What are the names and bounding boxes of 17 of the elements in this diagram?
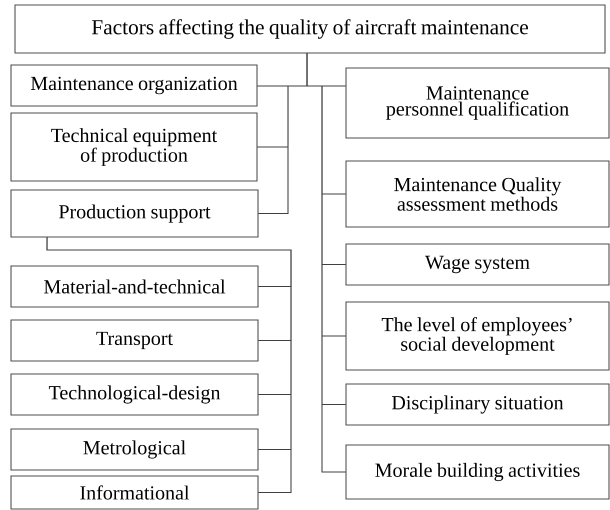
factor-box: Transport [10, 319, 259, 362]
factor-box: Maintenance Quality assessment methods [345, 160, 610, 228]
factor-box: Maintenance personnel qualification [345, 67, 610, 139]
factor-box: Morale building activities [345, 444, 610, 500]
factor-box: Production support [10, 189, 259, 238]
factor-box: Technical equipment of production [10, 112, 258, 182]
factor-box: Wage system [345, 243, 610, 286]
factor-box: Maintenance organization [10, 64, 258, 107]
factor-box: Disciplinary situation [345, 383, 610, 426]
factor-box: Metrological [10, 428, 259, 471]
factor-box: Material-and-technical [10, 265, 259, 308]
factor-box: Technological-design [10, 373, 259, 416]
factor-box: The level of employees’ social development [345, 301, 610, 371]
title-box: Factors affecting the quality of aircraft maintenance [14, 4, 606, 54]
connector-line [306, 54, 346, 473]
factor-box: Informational [10, 475, 259, 510]
connector-line [46, 238, 292, 494]
